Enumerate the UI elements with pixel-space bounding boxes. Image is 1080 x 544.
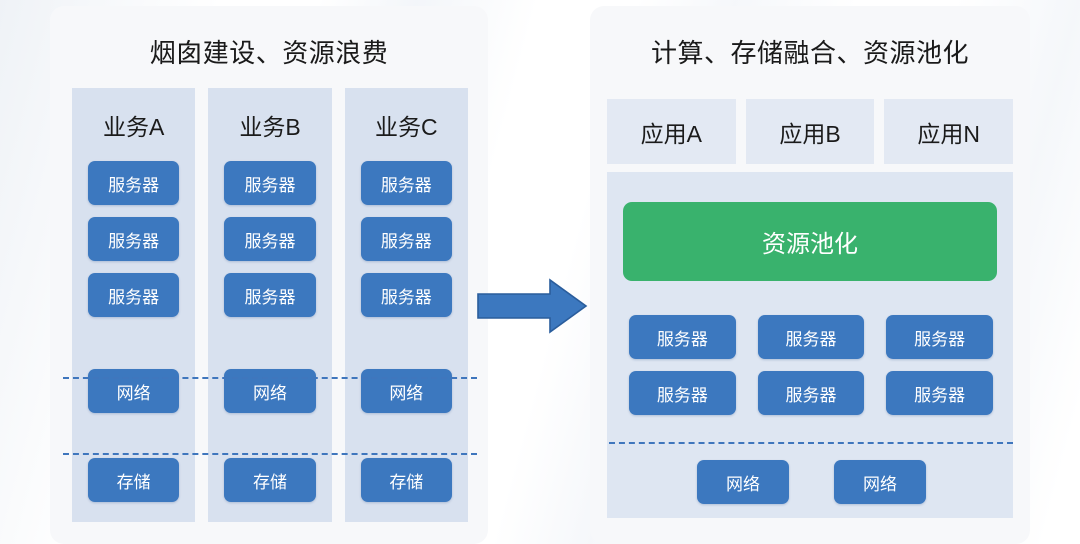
- network-chip[interactable]: 网络: [834, 460, 926, 504]
- spacer: [88, 329, 179, 357]
- network-chip[interactable]: 网络: [697, 460, 789, 504]
- converged-infrastructure-box: 资源池化 服务器 服务器 服务器 服务器 服务器 服务器 网络 网络: [607, 172, 1013, 518]
- network-layer-divider: [609, 442, 1013, 444]
- storage-layer-divider: [63, 453, 477, 455]
- server-chip[interactable]: 服务器: [360, 273, 452, 317]
- business-column-b-resources: 服务器 服务器 服务器 网络 存储: [208, 161, 331, 502]
- business-column-a[interactable]: 业务A 服务器 服务器 服务器 网络 存储: [72, 88, 196, 522]
- business-column-b[interactable]: 业务B 服务器 服务器 服务器 网络 存储: [208, 88, 332, 522]
- spacer: [361, 425, 452, 446]
- network-row: 网络 网络: [697, 460, 927, 504]
- application-box-n[interactable]: 应用N: [884, 99, 1014, 164]
- network-chip[interactable]: 网络: [224, 369, 316, 413]
- server-chip[interactable]: 服务器: [88, 273, 180, 317]
- server-chip[interactable]: 服务器: [88, 161, 180, 205]
- server-chip[interactable]: 服务器: [886, 371, 993, 415]
- spacer: [224, 329, 315, 357]
- spacer: [361, 329, 452, 357]
- business-column-c-resources: 服务器 服务器 服务器 网络 存储: [345, 161, 468, 502]
- server-chip[interactable]: 服务器: [224, 217, 316, 261]
- server-chip[interactable]: 服务器: [360, 161, 452, 205]
- network-chip[interactable]: 网络: [88, 369, 180, 413]
- business-column-c[interactable]: 业务C 服务器 服务器 服务器 网络 存储: [344, 88, 468, 522]
- server-grid: 服务器 服务器 服务器 服务器 服务器 服务器: [629, 315, 993, 415]
- storage-chip[interactable]: 存储: [88, 458, 180, 502]
- right-panel-title: 计算、存储融合、资源池化: [650, 38, 969, 68]
- spacer: [224, 425, 315, 446]
- business-columns: 业务A 服务器 服务器 服务器 网络 存储 业务B 服务器 服务器 服务器 网络…: [72, 88, 468, 522]
- spacer: [88, 425, 179, 446]
- server-chip[interactable]: 服务器: [886, 315, 993, 359]
- left-panel-title: 烟囱建设、资源浪费: [149, 38, 389, 68]
- server-chip[interactable]: 服务器: [757, 315, 865, 359]
- business-column-a-resources: 服务器 服务器 服务器 网络 存储: [72, 161, 195, 502]
- server-chip[interactable]: 服务器: [757, 371, 865, 415]
- storage-chip[interactable]: 存储: [360, 458, 452, 502]
- left-panel: 烟囱建设、资源浪费 业务A 服务器 服务器 服务器 网络 存储 业务B 服务器 …: [50, 6, 488, 544]
- application-row: 应用A 应用B 应用N: [607, 99, 1014, 164]
- server-chip[interactable]: 服务器: [629, 315, 736, 359]
- server-chip[interactable]: 服务器: [629, 371, 736, 415]
- right-panel: 计算、存储融合、资源池化 应用A 应用B 应用N 资源池化 服务器 服务器 服务…: [590, 6, 1030, 544]
- network-chip[interactable]: 网络: [360, 369, 452, 413]
- business-column-a-header: 业务A: [102, 113, 165, 140]
- server-chip[interactable]: 服务器: [88, 217, 180, 261]
- server-chip[interactable]: 服务器: [360, 217, 452, 261]
- storage-chip[interactable]: 存储: [224, 458, 316, 502]
- network-layer-divider: [63, 377, 477, 379]
- right-arrow-icon: [477, 278, 588, 334]
- application-box-b[interactable]: 应用B: [745, 99, 875, 164]
- business-column-b-header: 业务B: [239, 113, 301, 140]
- resource-pool-bar[interactable]: 资源池化: [623, 202, 997, 281]
- application-box-a[interactable]: 应用A: [607, 99, 736, 164]
- business-column-c-header: 业务C: [375, 113, 438, 140]
- server-chip[interactable]: 服务器: [224, 161, 316, 205]
- server-chip[interactable]: 服务器: [224, 273, 316, 317]
